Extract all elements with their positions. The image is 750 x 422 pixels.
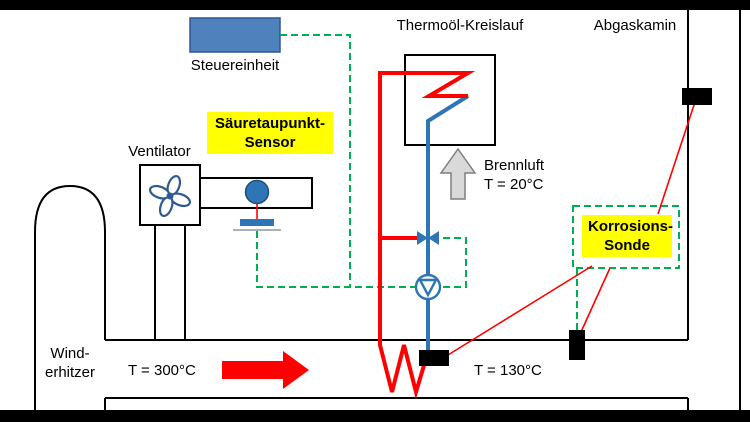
duct-probe-1	[419, 350, 449, 366]
probe-pointer-line-chimney	[657, 101, 696, 215]
duct-temp-right: T = 130°C	[474, 362, 542, 379]
controller-label: Steuereinheit	[190, 57, 280, 74]
flue-duct	[105, 339, 688, 399]
wind-heater-label-line1: Wind-	[50, 345, 90, 362]
chimney	[687, 10, 741, 410]
winderhitzer-vessel	[34, 184, 106, 410]
fan-label: Ventilator	[128, 143, 191, 160]
acid-dewpoint-sensor-head	[244, 179, 270, 205]
combustion-air-arrow	[439, 147, 477, 200]
thermal-oil-circuit-label: Thermoöl-Kreislauf	[396, 17, 524, 34]
fan-icon	[148, 174, 192, 218]
controller-signal-line	[280, 34, 351, 287]
combustion-air-label: Brennluft T = 20°C	[484, 156, 544, 194]
sensor-valve-signal-line	[256, 231, 467, 288]
hot-oil-pipe-top	[378, 71, 476, 98]
corrosion-probe-signal-box	[572, 205, 680, 269]
controller-box	[189, 17, 281, 53]
acid-dewpoint-sensor-label: Säuretaupunkt- Sensor	[207, 112, 333, 155]
sensor-probe-tip	[240, 219, 274, 226]
top-letterbox-bar	[0, 0, 750, 10]
corrosion-probe-label: Korrosions- Sonde	[582, 215, 674, 258]
chimney-label: Abgaskamin	[593, 17, 677, 34]
pump-triangle-icon	[418, 278, 438, 298]
combustion-air-label-line1: Brennluft	[484, 157, 545, 174]
heat-exchanger-box	[404, 54, 496, 146]
duct-probe-2	[569, 330, 585, 360]
probe-pointer-line-duct1	[447, 265, 593, 356]
control-valve	[417, 231, 439, 245]
flow-direction-arrow	[222, 351, 309, 389]
corrosion-probe-label-line1: Korrosions-	[588, 218, 674, 235]
combustion-air-temp: T = 20°C	[484, 176, 544, 194]
chimney-probe	[682, 88, 712, 105]
probe-pointer-line-duct2	[580, 267, 611, 333]
acid-dewpoint-sensor-label-line2: Sensor	[244, 134, 296, 152]
corrosion-probe-label-line2: Sonde	[604, 237, 650, 255]
hot-oil-pipe-main	[378, 71, 430, 400]
wind-heater-label-line2: erhitzer	[44, 364, 96, 382]
wind-heater-label: Wind- erhitzer	[37, 344, 103, 382]
bottom-letterbox-bar	[0, 410, 750, 422]
fan-duct	[154, 225, 186, 340]
acid-dewpoint-sensor-label-line1: Säuretaupunkt-	[214, 115, 325, 132]
duct-temp-left: T = 300°C	[128, 362, 196, 379]
